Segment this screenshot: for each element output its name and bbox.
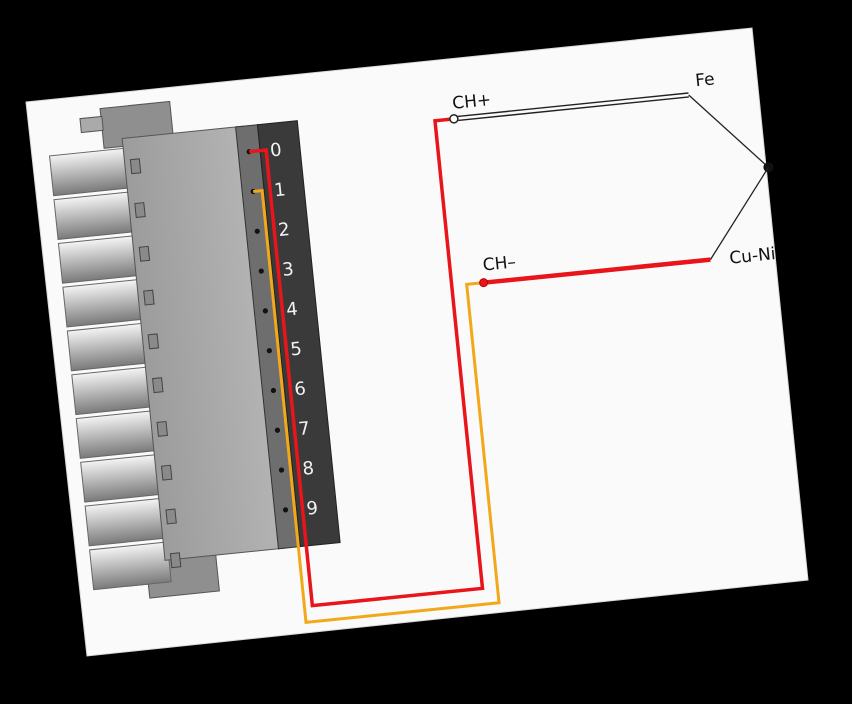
fe-label: Fe: [694, 69, 715, 91]
terminal-block-connector: 0 1 2 3 4 5 6 7 8 9: [49, 100, 341, 599]
pin-label: 7: [297, 418, 311, 440]
cu-ni-lead: [483, 257, 711, 285]
pin-label: 2: [277, 219, 291, 241]
pin-label: 1: [273, 179, 287, 201]
pin-label: 8: [301, 458, 315, 480]
ch-minus-terminal: [479, 278, 489, 288]
pin-label: 6: [293, 378, 307, 400]
cu-ni-label: Cu-Ni: [728, 244, 776, 269]
pin-label: 9: [306, 498, 320, 520]
ch-plus-label: CH+: [451, 90, 492, 114]
pin-label: 0: [269, 139, 283, 161]
red-wire: [248, 117, 485, 608]
ch-plus-terminal: [449, 114, 459, 124]
orange-wire: [253, 188, 501, 625]
pin-label: 5: [289, 338, 303, 360]
ch-minus-label: CH–: [482, 252, 517, 275]
pin-label: 4: [285, 299, 299, 321]
thermocouple: CH+ Fe CH– Cu-Ni: [449, 69, 776, 288]
pin-label: 3: [281, 259, 295, 281]
